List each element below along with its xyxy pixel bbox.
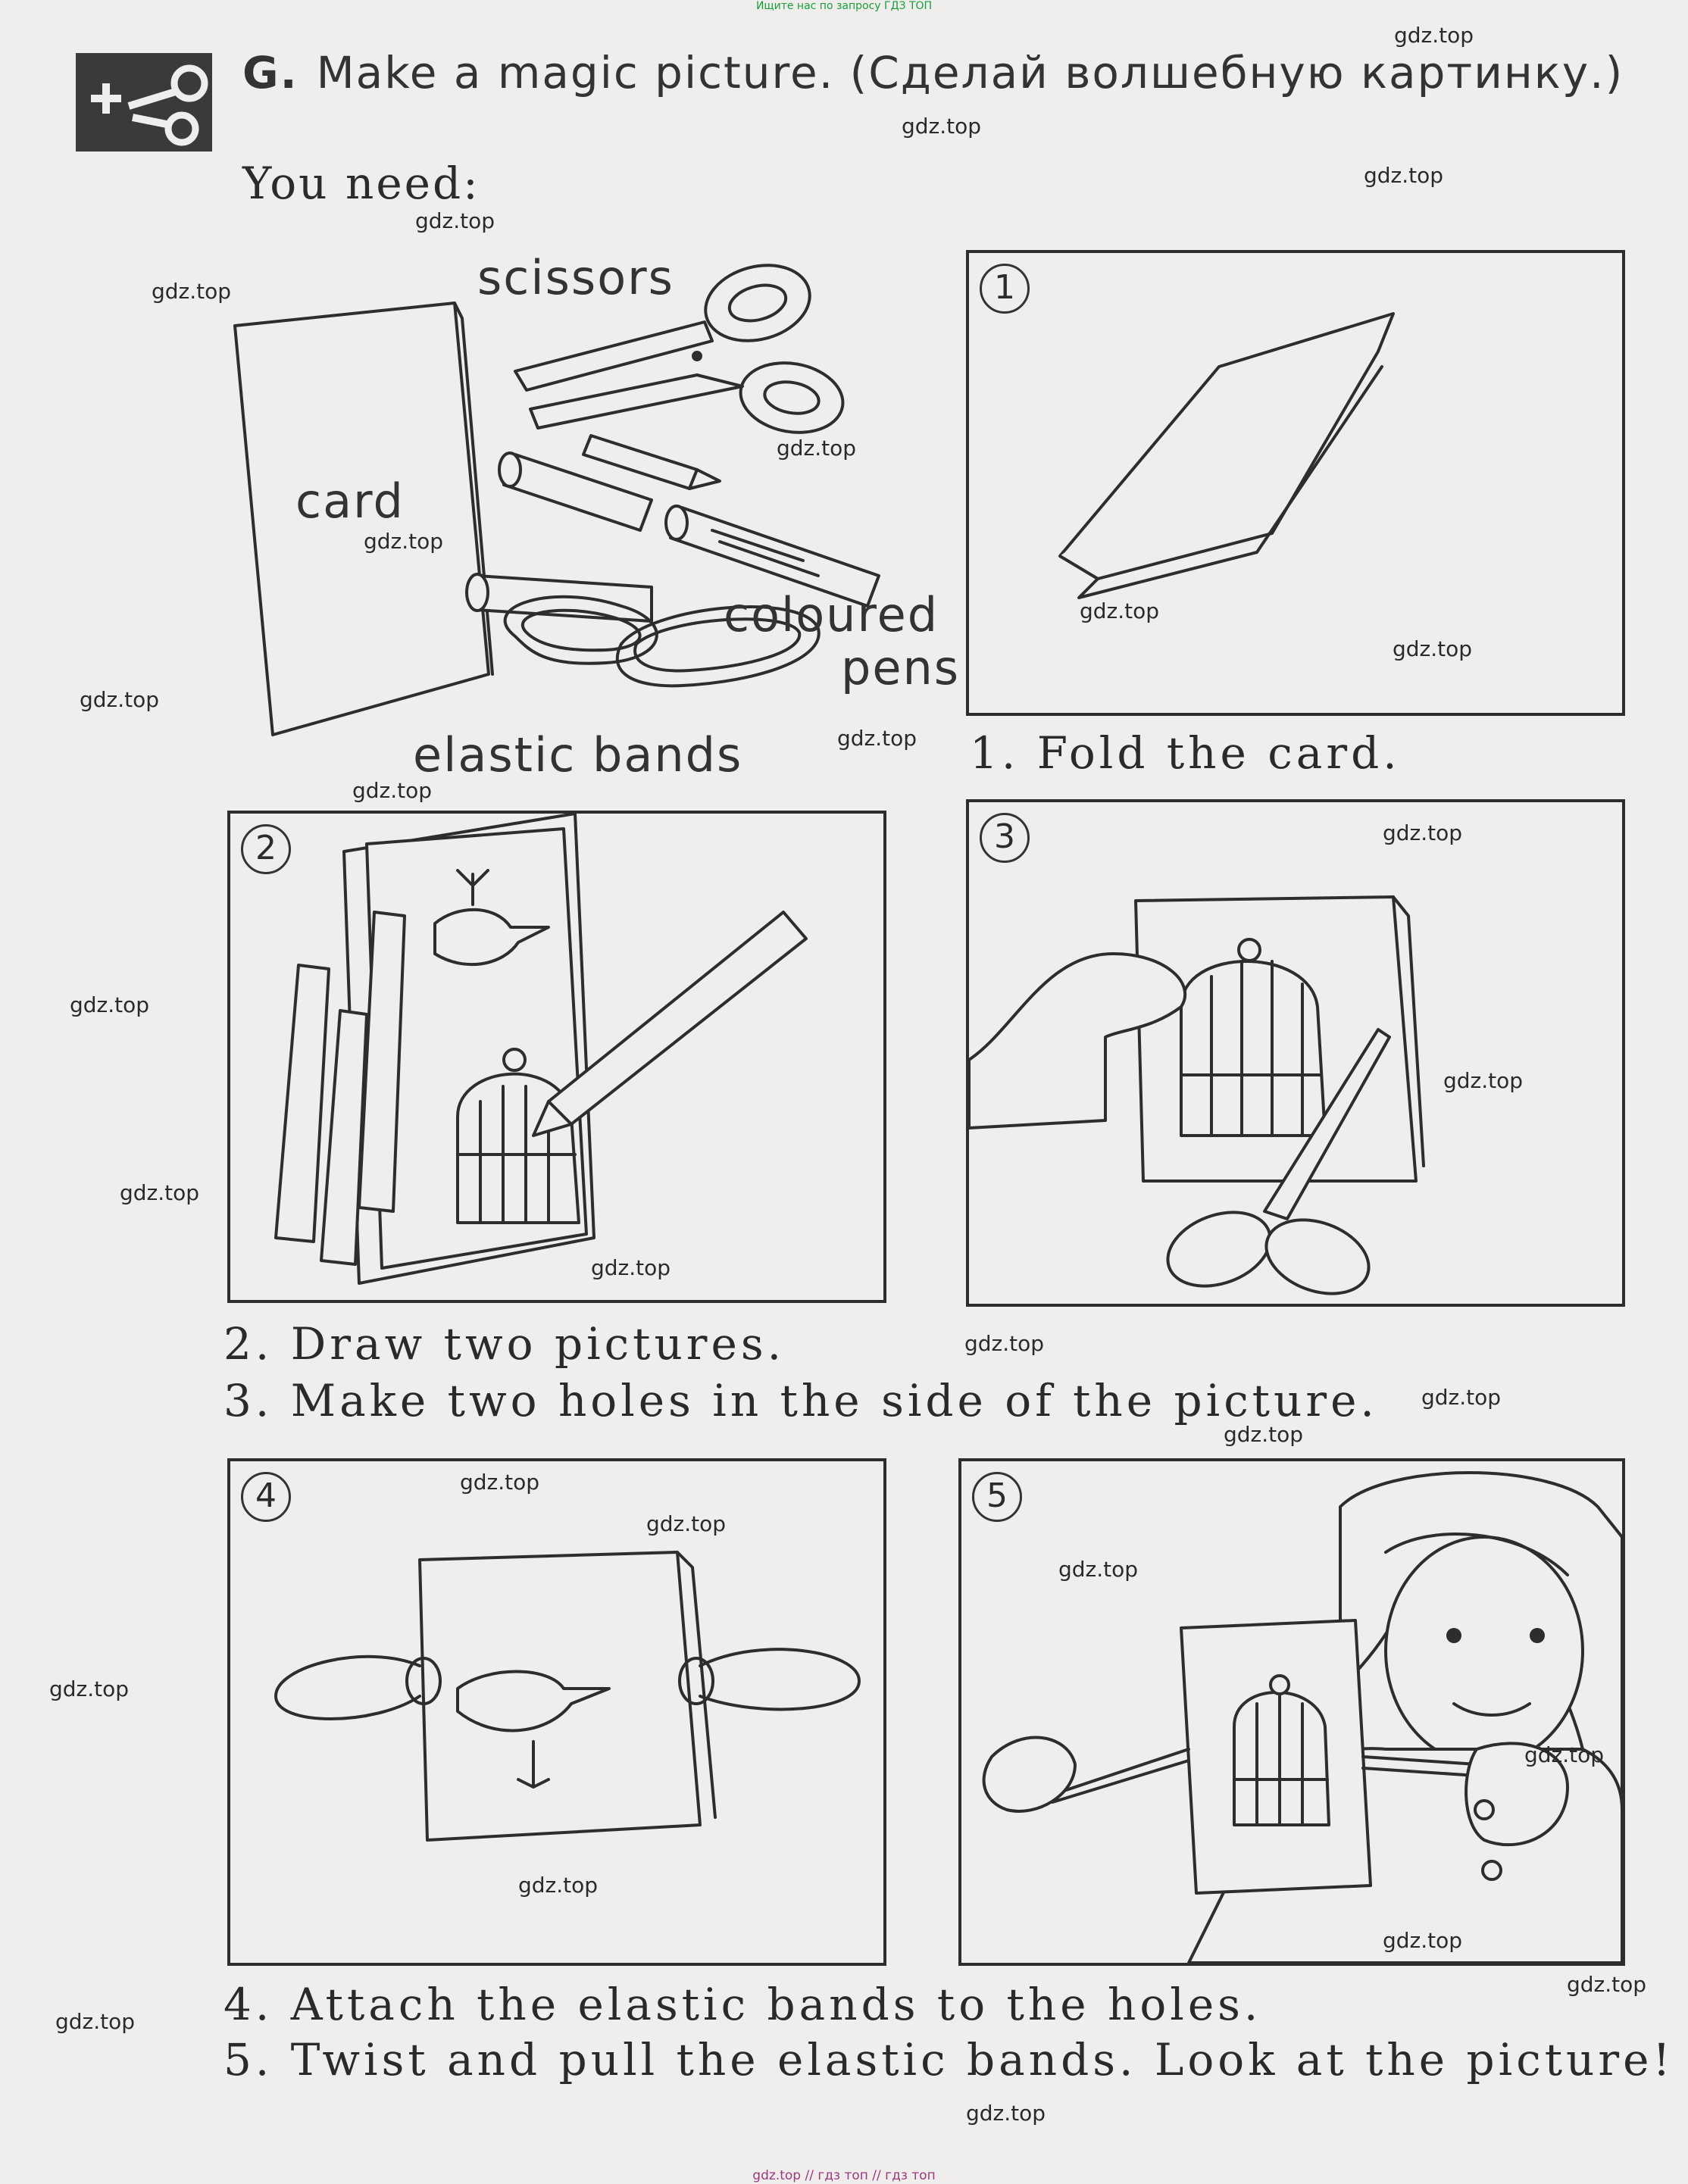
panel-number-3: 3 xyxy=(980,813,1030,863)
attached-bands-drawing xyxy=(274,1551,861,1842)
watermark: gdz.top xyxy=(1224,1422,1304,1447)
watermark: gdz.top xyxy=(1524,1742,1605,1767)
watermark: gdz.top xyxy=(591,1255,671,1280)
scissors-drawing xyxy=(514,264,845,434)
exercise-letter: G. xyxy=(242,47,299,98)
watermark: gdz.top xyxy=(80,687,160,712)
label-elastic-bands: elastic bands xyxy=(413,727,743,783)
step-3: 3. Make two holes in the side of the pic… xyxy=(224,1375,1378,1426)
watermark: gdz.top xyxy=(364,529,444,554)
panel-2: 2 xyxy=(227,811,886,1303)
label-pens: pens xyxy=(841,640,961,695)
panel-3: 3 xyxy=(966,799,1625,1307)
step-5: 5. Twist and pull the elastic bands. Loo… xyxy=(224,2034,1674,2086)
watermark: gdz.top xyxy=(518,1873,599,1898)
watermark: gdz.top xyxy=(1383,1928,1463,1953)
watermark: gdz.top xyxy=(49,1676,130,1701)
footer-link[interactable]: gdz.top // гдз топ // гдз топ xyxy=(752,2168,936,2183)
watermark: gdz.top xyxy=(1421,1385,1502,1410)
watermark: gdz.top xyxy=(120,1180,200,1205)
panel-4: 4 xyxy=(227,1458,886,1966)
panel-1: 1 xyxy=(966,250,1625,716)
watermark: gdz.top xyxy=(1364,163,1444,188)
girl-with-magic-picture-drawing xyxy=(982,1471,1624,1964)
drawing-pictures-drawing xyxy=(274,812,808,1285)
scissors-cut-icon xyxy=(76,53,212,152)
step-1: 1. Fold the card. xyxy=(970,727,1401,779)
watermark: gdz.top xyxy=(1394,23,1474,48)
label-card: card xyxy=(295,473,405,529)
panel-number-1: 1 xyxy=(980,264,1030,314)
watermark: gdz.top xyxy=(1393,636,1473,661)
watermark: gdz.top xyxy=(70,992,150,1017)
watermark: gdz.top xyxy=(152,279,232,304)
folded-card-drawing xyxy=(1058,312,1395,599)
watermark: gdz.top xyxy=(55,2009,136,2034)
exercise-title-text: Make a magic picture. (Сделай волшебную … xyxy=(316,47,1624,98)
watermark: gdz.top xyxy=(964,1331,1045,1356)
label-scissors: scissors xyxy=(477,250,674,305)
elastic-bands-drawing xyxy=(503,595,821,688)
watermark: gdz.top xyxy=(1080,598,1160,623)
watermark: gdz.top xyxy=(1567,1972,1647,1997)
panel-number-4: 4 xyxy=(241,1472,291,1522)
making-holes-drawing xyxy=(967,895,1425,1295)
watermark: gdz.top xyxy=(1383,820,1463,845)
panel-number-5: 5 xyxy=(972,1472,1022,1522)
watermark: gdz.top xyxy=(1058,1557,1139,1582)
watermark: gdz.top xyxy=(777,436,857,461)
search-hint-link[interactable]: Ищите нас по запросу ГДЗ ТОП xyxy=(755,0,933,12)
coloured-pens-drawing xyxy=(465,434,880,623)
exercise-title: G. Make a magic picture. (Сделай волшебну… xyxy=(242,47,1624,98)
watermark: gdz.top xyxy=(902,114,982,139)
watermark: gdz.top xyxy=(966,2101,1046,2126)
card-drawing xyxy=(233,302,490,736)
watermark: gdz.top xyxy=(1443,1068,1524,1093)
panel-number-2: 2 xyxy=(241,824,291,874)
panel-5: 5 xyxy=(958,1458,1625,1966)
materials-illustration xyxy=(233,264,880,736)
step-4: 4. Attach the elastic bands to the holes… xyxy=(224,1979,1262,2030)
watermark: gdz.top xyxy=(837,726,917,751)
watermark: gdz.top xyxy=(646,1511,727,1536)
you-need-label: You need: xyxy=(242,158,480,209)
step-2: 2. Draw two pictures. xyxy=(224,1318,786,1370)
label-coloured: coloured xyxy=(724,587,939,642)
watermark: gdz.top xyxy=(352,778,433,803)
watermark: gdz.top xyxy=(415,208,495,233)
watermark: gdz.top xyxy=(460,1470,540,1495)
